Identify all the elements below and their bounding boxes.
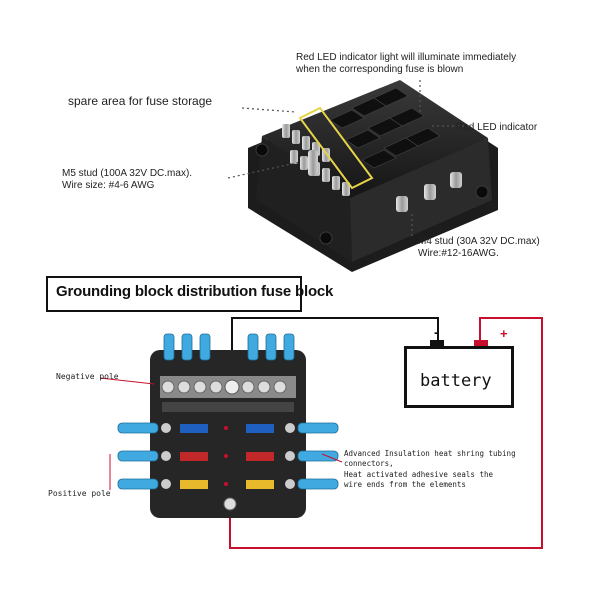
m4-stud-label-1: M4 stud (30A 32V DC.max) [418, 236, 540, 247]
m5-stud [308, 150, 318, 176]
side-connectors [117, 422, 339, 490]
negative-pole-label: Negative pole [56, 372, 119, 381]
block-side-left [256, 136, 352, 262]
block-body [150, 350, 306, 518]
positive-pole-label: Positive pole [48, 489, 111, 498]
battery-positive-terminal [474, 340, 488, 348]
insulation-note-3: Heat activated adhesive seals the [344, 470, 494, 479]
top-connectors [163, 333, 295, 361]
battery-label: battery [420, 371, 492, 391]
battery-box [404, 346, 514, 408]
fuse-row-1 [161, 423, 295, 433]
ground-studs [282, 124, 350, 196]
spare-area-highlight [298, 106, 374, 190]
battery-negative-terminal [430, 340, 444, 348]
title-box [46, 276, 302, 312]
diagram-title: Grounding block distribution fuse block [56, 283, 334, 300]
top-leader-lines [227, 80, 470, 236]
red-led-label: Red LED indicator [456, 122, 538, 133]
led-note-line1: Red LED indicator light will illuminate … [296, 52, 517, 63]
battery-negative-sign: - [434, 324, 439, 340]
battery-positive-sign: + [500, 326, 508, 341]
spare-area-label: spare area for fuse storage [68, 94, 213, 108]
spare-strip [162, 402, 294, 412]
fuse-block-photo [248, 80, 498, 272]
black-wire [231, 317, 439, 378]
fuse-row-2 [161, 451, 295, 461]
insulation-note-4: wire ends from the elements [344, 480, 466, 489]
fuse-block-diagram [150, 350, 306, 518]
m4-studs [396, 172, 462, 212]
insulation-note-1: Advanced Insulation heat shring tubing [344, 449, 516, 458]
fuse-row-3 [161, 479, 295, 489]
ground-screws [161, 379, 287, 395]
led-note-line2: when the corresponding fuse is blown [296, 64, 464, 75]
bottom-leader-lines [99, 377, 343, 490]
m4-stud-label-2: Wire:#12-16AWG. [418, 248, 499, 259]
insulation-note-2: connectors, [344, 459, 394, 468]
fuse-slots [329, 87, 441, 169]
m5-stud-label-2: Wire size: #4-6 AWG [62, 180, 155, 191]
block-side-right [350, 138, 492, 262]
red-wire [229, 317, 543, 549]
positive-stud [223, 497, 237, 511]
m5-stud-label-1: M5 stud (100A 32V DC.max). [62, 168, 193, 179]
